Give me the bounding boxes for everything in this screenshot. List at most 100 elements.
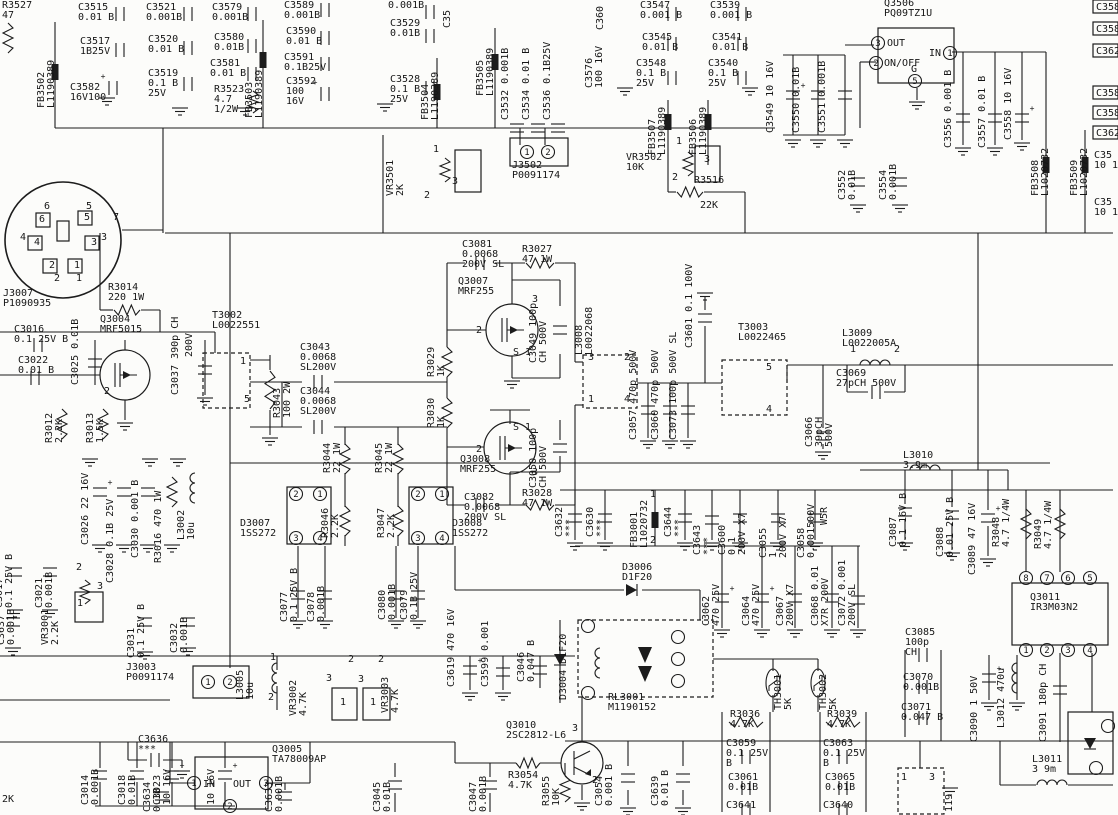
component-box bbox=[1092, 0, 1118, 14]
label-c3532: C3532 0.001B bbox=[500, 48, 511, 120]
dashed-component-box bbox=[897, 767, 945, 815]
resistor-symbol bbox=[440, 397, 454, 429]
inductor-symbol bbox=[594, 647, 601, 679]
label-3: 3 bbox=[101, 232, 107, 243]
pin-circle bbox=[1100, 718, 1116, 734]
resistor-symbol bbox=[438, 157, 452, 183]
mosfet-arrow-icon bbox=[510, 326, 518, 334]
label-2: 2 bbox=[672, 172, 678, 183]
label-c3028: C3028 0.1B 25V bbox=[105, 499, 116, 583]
pin-circle bbox=[670, 673, 686, 689]
component-box bbox=[331, 687, 358, 721]
label-2: 2 bbox=[54, 273, 60, 284]
dashed-component-box bbox=[721, 359, 788, 416]
label-c35: C35 bbox=[442, 10, 453, 28]
label-4: 4 bbox=[624, 394, 630, 405]
label-fb3505: FB3505L1190389 bbox=[475, 48, 496, 96]
label-c3025: C3025 0.01B bbox=[70, 319, 81, 385]
pin-circle bbox=[200, 674, 216, 690]
label-c3557: C3557 0.01 B bbox=[977, 76, 988, 148]
label-vr3003: VR30034.7K bbox=[380, 677, 401, 713]
label-4: 4 bbox=[766, 404, 772, 415]
label-2: 2 bbox=[104, 386, 110, 397]
resistor-symbol bbox=[246, 90, 260, 114]
resistor-symbol bbox=[728, 715, 764, 729]
component-box bbox=[56, 220, 70, 242]
inductor-symbol bbox=[1036, 779, 1068, 786]
ferrite-bead-symbol bbox=[259, 52, 267, 68]
dashed-component-box bbox=[202, 352, 251, 409]
label-c362: C362 bbox=[1096, 46, 1118, 57]
resistor-symbol bbox=[165, 476, 179, 508]
resistor-symbol bbox=[55, 408, 69, 440]
pin-circle bbox=[540, 144, 556, 160]
label-2k: 2K bbox=[2, 794, 14, 805]
label-c3023: C302310 16V bbox=[152, 769, 173, 805]
label-22k: 22K bbox=[700, 200, 718, 211]
label-c3534: C3534 0.01 B bbox=[521, 48, 532, 120]
label-1: 1 bbox=[74, 260, 80, 271]
polarity-plus-icon: + bbox=[770, 584, 775, 593]
label-4: 4 bbox=[20, 232, 26, 243]
label-1: 1 bbox=[240, 356, 246, 367]
pin-circle bbox=[1088, 760, 1104, 776]
pin-circle bbox=[580, 685, 596, 701]
label-in: IN bbox=[929, 48, 941, 59]
label-c3619: C3619 470 16V bbox=[446, 609, 457, 687]
thermistor-symbol bbox=[765, 668, 781, 698]
label-c3576: C3576100 16V bbox=[584, 46, 605, 88]
label-fb3503: FB3503L1190389 bbox=[244, 70, 265, 118]
component-box bbox=[509, 137, 569, 167]
pin-number: 4 bbox=[1087, 646, 1092, 656]
label-c3047: C30470.001B bbox=[468, 776, 489, 812]
label-3: 3 bbox=[97, 581, 103, 592]
label-r3049: R30494.7 1/4W bbox=[1033, 500, 1054, 549]
label-c3062: C3062470 25V bbox=[701, 584, 722, 626]
ferrite-bead-symbol bbox=[491, 54, 499, 70]
pin-number: 1 bbox=[947, 49, 952, 59]
label-3: 3 bbox=[572, 723, 578, 734]
resistor-symbol bbox=[515, 756, 541, 770]
pin-circle bbox=[1018, 570, 1034, 586]
pin-circle bbox=[410, 486, 426, 502]
pin-circle bbox=[410, 530, 426, 546]
label-c3078: C30780.001B bbox=[306, 586, 327, 622]
component-box bbox=[1092, 85, 1118, 100]
label-1: 1 bbox=[270, 652, 276, 663]
label-r3043: R3043100 2W bbox=[272, 381, 293, 418]
label-1: 1 bbox=[901, 772, 907, 783]
label-r3016: R3016 470 1W bbox=[153, 490, 164, 563]
label-c3556: C3556 0.001 B bbox=[943, 70, 954, 148]
label-2: 2 bbox=[624, 352, 630, 363]
label-2: 2 bbox=[268, 692, 274, 703]
label-l3008: L3008L0022068 bbox=[574, 307, 595, 355]
label-2: 2 bbox=[49, 260, 55, 271]
resistor-symbol bbox=[525, 498, 555, 512]
component-box bbox=[408, 486, 454, 545]
component-box bbox=[362, 687, 391, 721]
ferrite-bead-symbol bbox=[1042, 157, 1050, 173]
label-2: 2 bbox=[76, 562, 82, 573]
resistor-symbol bbox=[78, 579, 92, 605]
label-fb3506: FB3506L1190389 bbox=[688, 107, 709, 155]
label-3: 3 bbox=[532, 294, 538, 305]
polarity-plus-icon: + bbox=[996, 504, 1001, 513]
label-l3012: L3012 470u bbox=[996, 668, 1007, 728]
